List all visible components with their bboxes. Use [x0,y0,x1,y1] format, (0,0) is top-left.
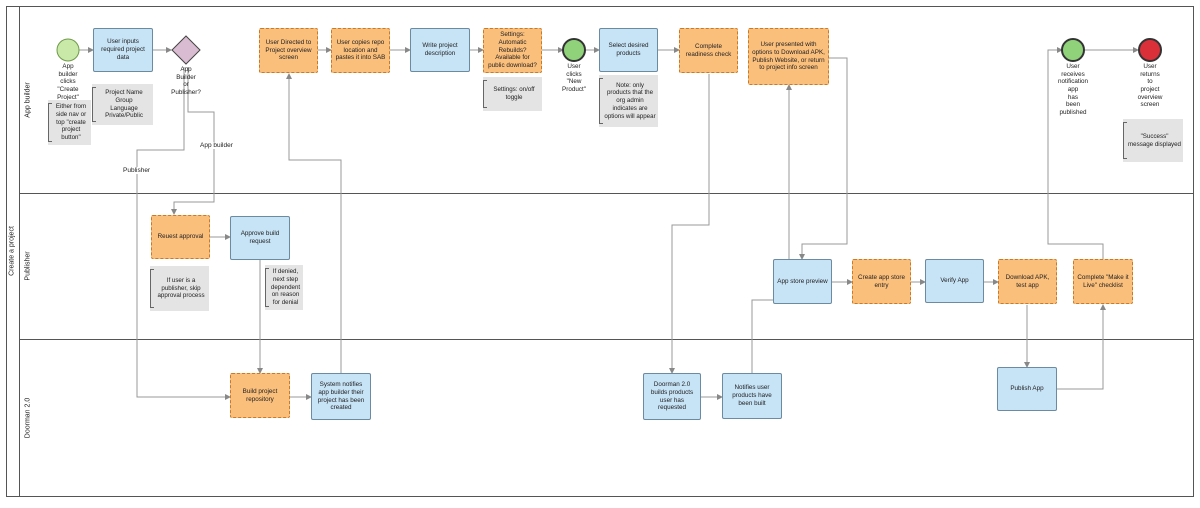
note-either-from: Either from side nav or top "create proj… [48,100,91,145]
flow-live-to-notified [1047,47,1104,259]
task-app-store-preview[interactable]: App store preview [773,259,832,304]
note-only-products: Note: only products that the org admin i… [599,75,658,127]
task-copies-repo[interactable]: User copies repo location and pastes it … [331,28,390,73]
task-doorman-builds[interactable]: Doorman 2.0 builds products user has req… [643,373,701,420]
notified-event [1061,38,1085,62]
start-event [56,38,80,62]
task-make-it-live[interactable]: Complete "Make it Live" checklist [1073,259,1133,304]
note-project-fields: Project Name Group Language Private/Publ… [92,84,153,125]
task-download-apk[interactable]: Download APK, test app [998,259,1057,304]
flow-notify-to-overview [286,73,342,373]
flow-presented-to-preview [799,57,848,260]
note-success: "Success" message displayed [1123,119,1183,162]
flow-notifies-to-presented [751,84,792,373]
task-presented-options[interactable]: User presented with options to Download … [748,28,829,85]
flow-publish-to-live [1057,304,1106,390]
flow-gateway-publisher [136,67,231,400]
end-event-label: User returns to project overview screen [1137,63,1163,109]
task-approve-build[interactable]: Approve build request [230,216,290,260]
task-system-notifies[interactable]: System notifies app builder their projec… [311,373,371,420]
task-inputs-project-data[interactable]: User inputs required project data [93,28,153,72]
new-product-event [562,38,586,62]
task-create-store-entry[interactable]: Create app store entry [852,259,911,304]
task-readiness-check[interactable]: Complete readiness check [679,28,738,73]
task-publish-app[interactable]: Publish App [997,367,1057,411]
task-request-approval[interactable]: Reuest approval [151,215,210,259]
gateway-diamond [171,35,201,65]
task-select-products[interactable]: Select desired products [599,28,658,72]
note-skip-approval: If user is a publisher, skip approval pr… [150,266,209,311]
task-build-repo[interactable]: Build project repository [230,373,290,418]
edge-label-app-builder: App builder [199,142,234,149]
notified-label: User receives notification app has been … [1057,63,1089,117]
task-directed-overview[interactable]: User Directed to Project overview screen [259,28,318,73]
flow-readiness-to-doorman [669,74,710,374]
end-event [1138,38,1162,62]
edge-label-publisher: Publisher [122,167,152,174]
task-settings[interactable]: Settings: Automatic Rebuilds? Available … [483,28,542,73]
gateway-label: App Builder or Publisher? [171,66,201,97]
task-verify-app[interactable]: Verify App [925,259,984,303]
task-write-description[interactable]: Write project description [410,28,470,72]
new-product-label: User clicks "New Product" [562,63,586,94]
note-settings-toggle: Settings: on/off toggle [483,77,542,111]
task-notifies-products[interactable]: Notifies user products have been built [722,373,782,419]
flow-gateway-app-builder [171,67,215,215]
note-if-denied: If denied, next step dependent on reason… [265,265,303,310]
start-event-label: App builder clicks "Create Project" [57,63,79,101]
